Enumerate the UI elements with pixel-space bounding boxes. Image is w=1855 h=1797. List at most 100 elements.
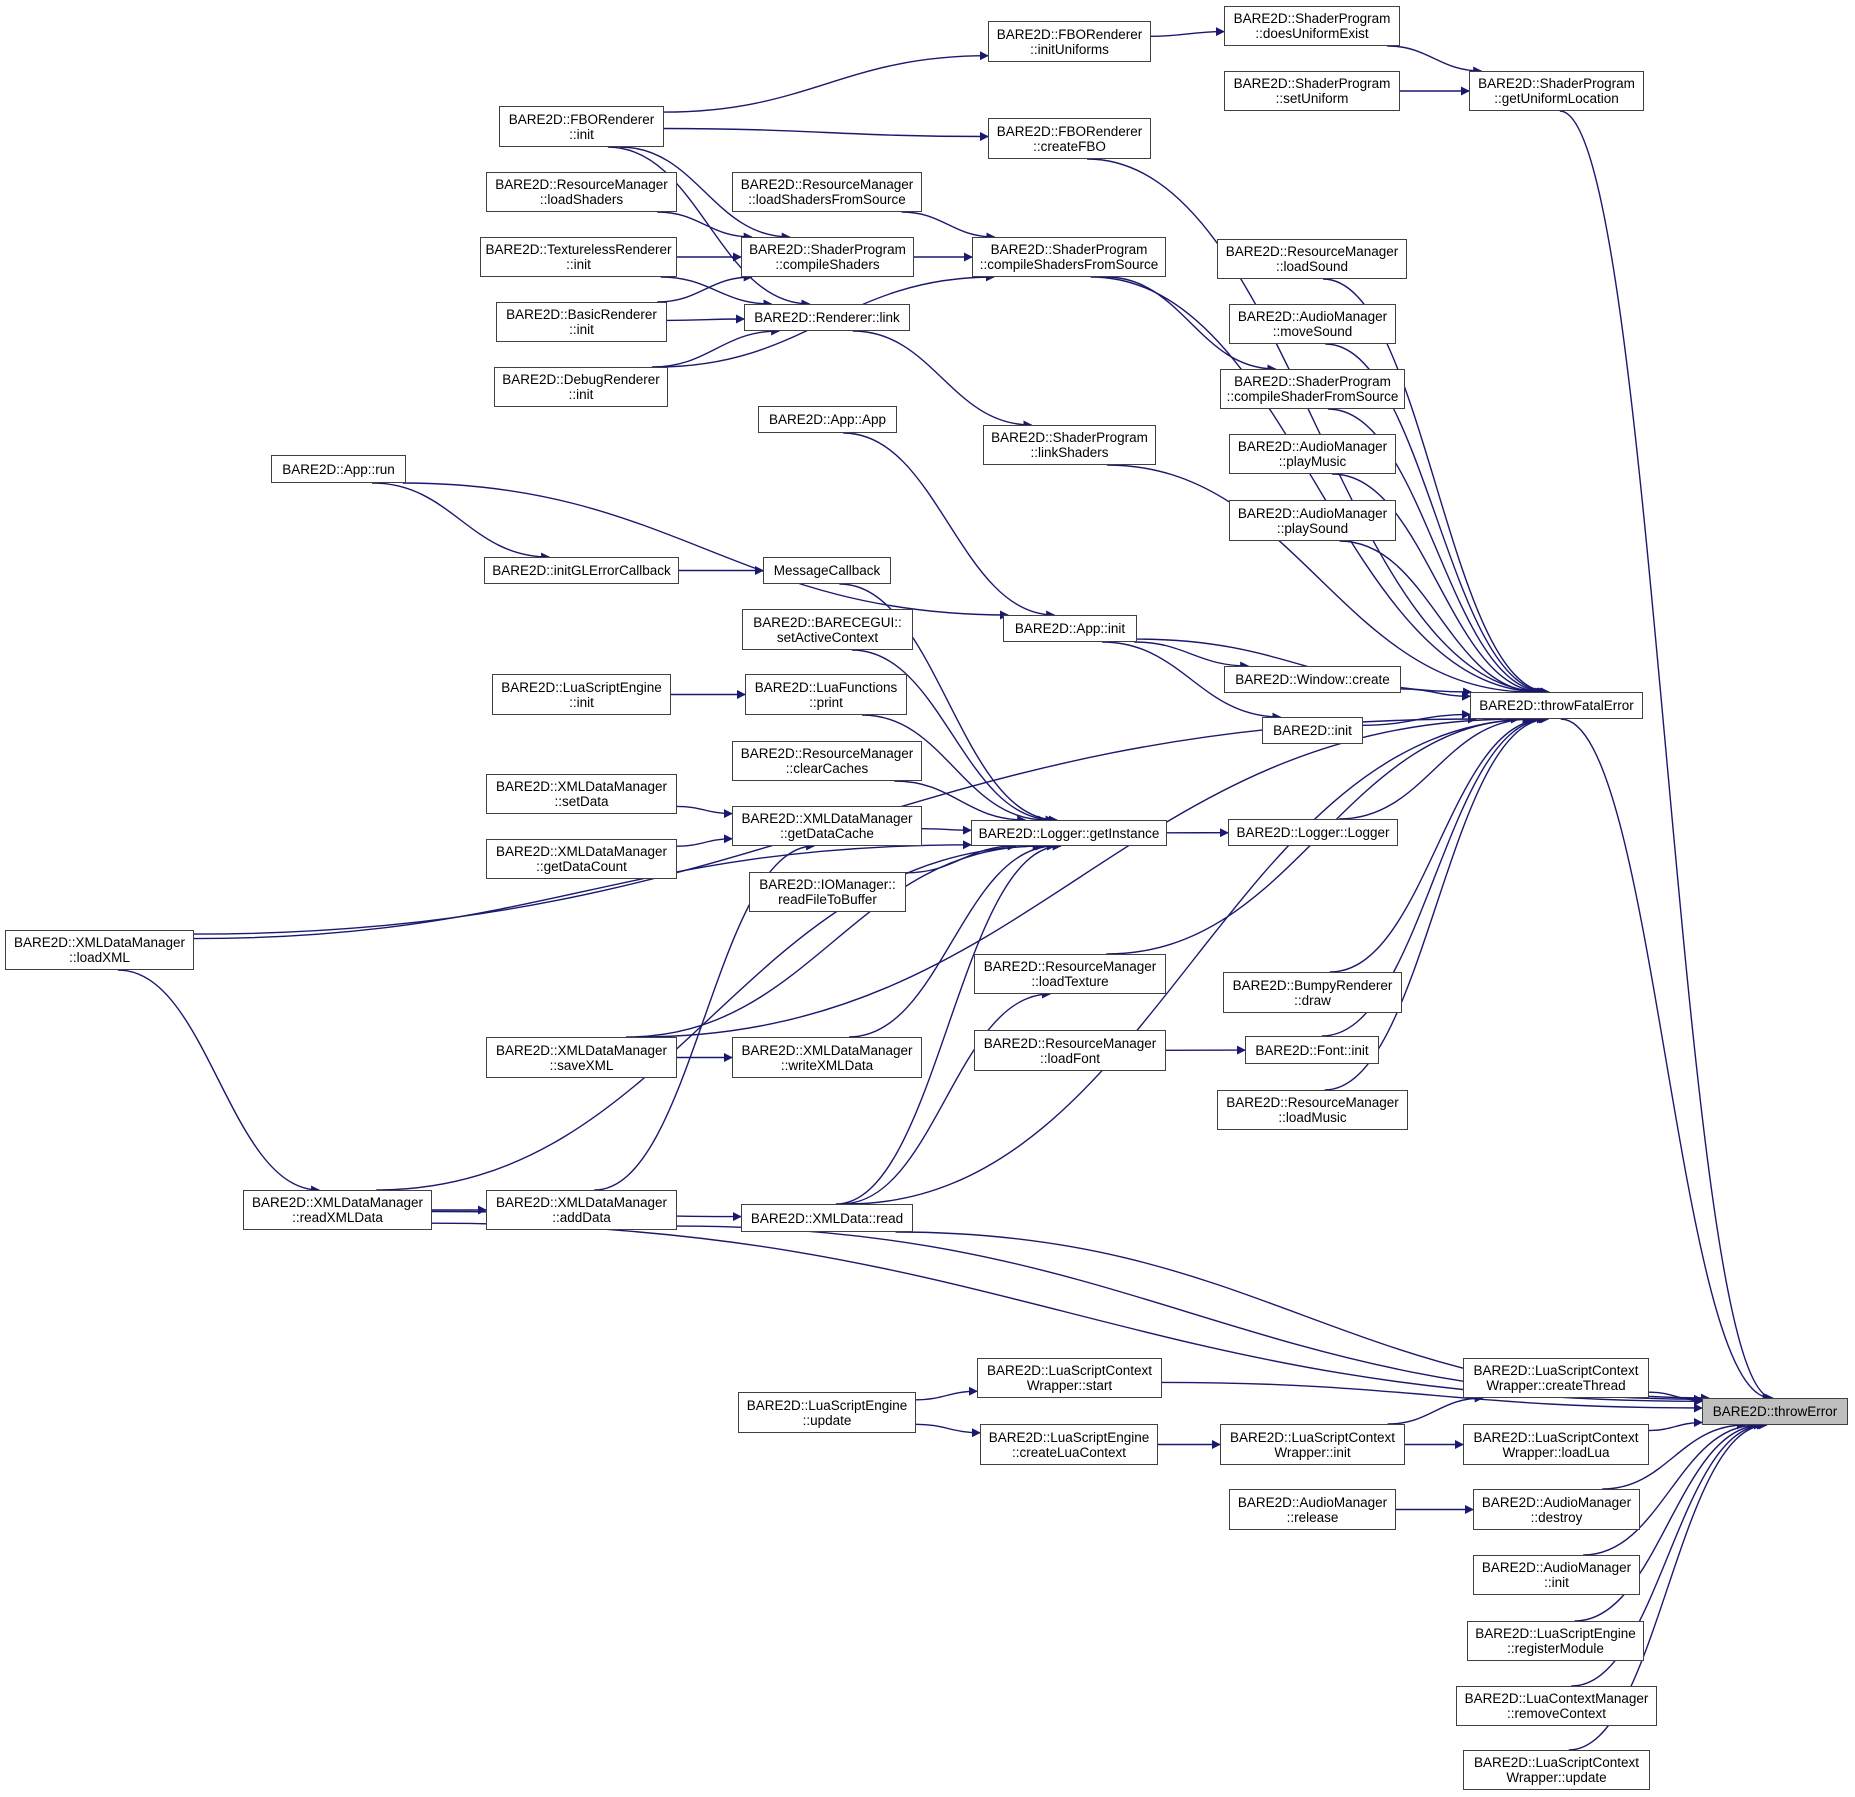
call-edge-xml-data-read-to-load-texture — [840, 989, 1051, 1205]
graph-node-message-callback[interactable]: MessageCallback — [763, 557, 891, 584]
node-label-line: ::doesUniformExist — [1255, 26, 1369, 41]
graph-node-set-active-context[interactable]: BARE2D::BARECEGUI::setActiveContext — [742, 609, 913, 650]
graph-node-app-init[interactable]: BARE2D::App::init — [1003, 615, 1137, 642]
graph-node-add-data[interactable]: BARE2D::XMLDataManager::addData — [486, 1190, 677, 1230]
node-label-line: BARE2D::AudioManager — [1237, 439, 1388, 454]
call-edge-get-data-cache-to-get-instance — [921, 825, 972, 835]
graph-node-fbo-init[interactable]: BARE2D::FBORenderer::init — [499, 106, 664, 147]
graph-node-does-uniform-exist[interactable]: BARE2D::ShaderProgram::doesUniformExist — [1224, 6, 1400, 46]
graph-node-renderer-link[interactable]: BARE2D::Renderer::link — [744, 304, 910, 331]
node-label-line: Wrapper::init — [1274, 1444, 1351, 1460]
call-edge-load-lua-to-throw-error — [1648, 1418, 1703, 1432]
node-label-line: BARE2D::BasicRenderer — [506, 307, 657, 322]
node-label-line: BARE2D::Renderer::link — [754, 310, 900, 325]
graph-node-play-sound[interactable]: BARE2D::AudioManager::playSound — [1229, 500, 1396, 541]
graph-node-compile-shader-from-source[interactable]: BARE2D::ShaderProgram::compileShaderFrom… — [1220, 369, 1405, 409]
node-label-line: ::setUniform — [1275, 91, 1349, 106]
graph-node-load-music[interactable]: BARE2D::ResourceManager::loadMusic — [1217, 1090, 1408, 1130]
graph-node-font-init[interactable]: BARE2D::Font::init — [1245, 1036, 1379, 1064]
graph-node-lua-engine-init[interactable]: BARE2D::LuaScriptEngine::init — [492, 674, 671, 715]
graph-node-get-instance[interactable]: BARE2D::Logger::getInstance — [971, 820, 1167, 846]
graph-node-basic-init[interactable]: BARE2D::BasicRenderer::init — [496, 302, 667, 342]
node-label-line: BARE2D::LuaScriptEngine — [1475, 1626, 1636, 1641]
call-edge-read-xmldata-to-get-instance — [376, 841, 1045, 1191]
graph-node-debug-init[interactable]: BARE2D::DebugRenderer::init — [494, 367, 668, 407]
graph-node-throw-fatal-error[interactable]: BARE2D::throwFatalError — [1470, 692, 1643, 719]
graph-node-app-run[interactable]: BARE2D::App::run — [271, 455, 406, 483]
graph-node-save-xml[interactable]: BARE2D::XMLDataManager::saveXML — [486, 1037, 677, 1078]
graph-node-load-shaders-from-source[interactable]: BARE2D::ResourceManager::loadShadersFrom… — [732, 172, 922, 212]
node-label-line: BARE2D::ShaderProgram — [1478, 76, 1635, 91]
node-label-line: ::init — [566, 257, 591, 272]
node-label-line: BARE2D::AudioManager — [1237, 505, 1388, 521]
call-edge-lua-engine-update-to-ctx-start — [915, 1386, 978, 1401]
node-label-line: Wrapper::start — [1026, 1378, 1113, 1393]
node-label-line: BARE2D::Logger::getInstance — [978, 825, 1160, 841]
graph-node-play-music[interactable]: BARE2D::AudioManager::playMusic — [1229, 434, 1396, 474]
graph-node-init-glerror-callback[interactable]: BARE2D::initGLErrorCallback — [484, 557, 679, 584]
graph-node-load-xml[interactable]: BARE2D::XMLDataManager::loadXML — [5, 930, 194, 970]
graph-node-window-create[interactable]: BARE2D::Window::create — [1224, 666, 1401, 693]
node-label-line: ::getDataCache — [780, 826, 874, 841]
graph-node-audio-destroy[interactable]: BARE2D::AudioManager::destroy — [1473, 1489, 1640, 1530]
node-label-line: BARE2D::initGLErrorCallback — [492, 563, 671, 578]
graph-node-compile-shaders[interactable]: BARE2D::ShaderProgram::compileShaders — [741, 237, 914, 277]
node-label-line: ::print — [809, 694, 843, 710]
graph-node-bumpy-draw[interactable]: BARE2D::BumpyRenderer::draw — [1223, 972, 1402, 1013]
graph-node-load-shaders[interactable]: BARE2D::ResourceManager::loadShaders — [486, 172, 677, 212]
graph-node-write-xmldata[interactable]: BARE2D::XMLDataManager::writeXMLData — [732, 1037, 922, 1078]
graph-node-textureless-init[interactable]: BARE2D::TexturelessRenderer::init — [480, 237, 677, 277]
call-edge-remove-context-to-throw-error — [1571, 1420, 1766, 1687]
graph-node-remove-context[interactable]: BARE2D::LuaContextManager::removeContext — [1456, 1686, 1657, 1726]
graph-node-throw-error: BARE2D::throwError — [1702, 1398, 1848, 1425]
graph-node-lua-engine-update[interactable]: BARE2D::LuaScriptEngine::update — [738, 1392, 916, 1433]
graph-node-set-data[interactable]: BARE2D::XMLDataManager::setData — [486, 774, 677, 814]
node-label-line: BARE2D::throwError — [1712, 1404, 1838, 1419]
graph-node-clear-caches[interactable]: BARE2D::ResourceManager::clearCaches — [732, 741, 922, 781]
graph-node-bare2d-init[interactable]: BARE2D::init — [1262, 717, 1363, 744]
call-edge-move-sound-to-throw-fatal-error — [1325, 343, 1549, 697]
node-label-line: BARE2D::XMLData::read — [750, 1210, 904, 1226]
graph-node-lua-print[interactable]: BARE2D::LuaFunctions::print — [745, 674, 907, 715]
node-label-line: Wrapper::loadLua — [1502, 1444, 1610, 1460]
graph-node-load-font[interactable]: BARE2D::ResourceManager::loadFont — [974, 1030, 1166, 1071]
call-edge-lua-engine-update-to-create-lua-context — [915, 1423, 981, 1438]
node-label-line: BARE2D::throwFatalError — [1479, 698, 1634, 713]
node-label-line: BARE2D::FBORenderer — [996, 123, 1143, 139]
graph-node-get-uniform-location[interactable]: BARE2D::ShaderProgram::getUniformLocatio… — [1469, 71, 1644, 111]
graph-node-set-uniform[interactable]: BARE2D::ShaderProgram::setUniform — [1224, 71, 1400, 111]
call-edge-textureless-init-to-renderer-link — [660, 276, 773, 309]
graph-node-app-app[interactable]: BARE2D::App::App — [758, 406, 897, 433]
node-label-line: BARE2D::ShaderProgram — [990, 242, 1148, 257]
graph-node-move-sound[interactable]: BARE2D::AudioManager::moveSound — [1229, 304, 1396, 344]
graph-node-init-uniforms[interactable]: BARE2D::FBORenderer::initUniforms — [988, 21, 1151, 62]
graph-node-load-sound[interactable]: BARE2D::ResourceManager::loadSound — [1217, 239, 1407, 279]
graph-node-read-file-to-buffer[interactable]: BARE2D::IOManager::readFileToBuffer — [749, 872, 906, 912]
call-edge-compile-shaders-from-source-to-compile-shader-from-source — [1105, 276, 1277, 374]
graph-node-register-module[interactable]: BARE2D::LuaScriptEngine::registerModule — [1467, 1621, 1644, 1661]
graph-node-logger-logger[interactable]: BARE2D::Logger::Logger — [1228, 819, 1398, 846]
call-edge-set-data-to-get-data-cache — [676, 805, 733, 819]
graph-node-read-xmldata[interactable]: BARE2D::XMLDataManager::readXMLData — [243, 1190, 432, 1230]
graph-node-xml-data-read[interactable]: BARE2D::XMLData::read — [741, 1204, 913, 1232]
graph-node-link-shaders[interactable]: BARE2D::ShaderProgram::linkShaders — [983, 425, 1156, 465]
node-label-line: ::linkShaders — [1030, 445, 1109, 460]
graph-node-get-data-cache[interactable]: BARE2D::XMLDataManager::getDataCache — [732, 806, 922, 846]
call-edge-debug-init-to-renderer-link — [651, 326, 781, 368]
graph-node-get-data-count[interactable]: BARE2D::XMLDataManager::getDataCount — [486, 839, 677, 879]
graph-node-create-fbo[interactable]: BARE2D::FBORenderer::createFBO — [988, 118, 1151, 159]
graph-node-load-texture[interactable]: BARE2D::ResourceManager::loadTexture — [974, 954, 1166, 994]
call-edge-load-xml-to-get-instance — [193, 840, 972, 940]
graph-node-audio-init[interactable]: BARE2D::AudioManager::init — [1473, 1555, 1640, 1595]
node-label-line: BARE2D::BARECEGUI:: — [753, 614, 902, 630]
node-label-line: ::loadFont — [1039, 1050, 1101, 1066]
graph-node-create-lua-context[interactable]: BARE2D::LuaScriptEngine::createLuaContex… — [980, 1424, 1158, 1465]
graph-node-audio-release[interactable]: BARE2D::AudioManager::release — [1229, 1489, 1396, 1530]
graph-node-compile-shaders-from-source[interactable]: BARE2D::ShaderProgram::compileShadersFro… — [972, 237, 1166, 277]
